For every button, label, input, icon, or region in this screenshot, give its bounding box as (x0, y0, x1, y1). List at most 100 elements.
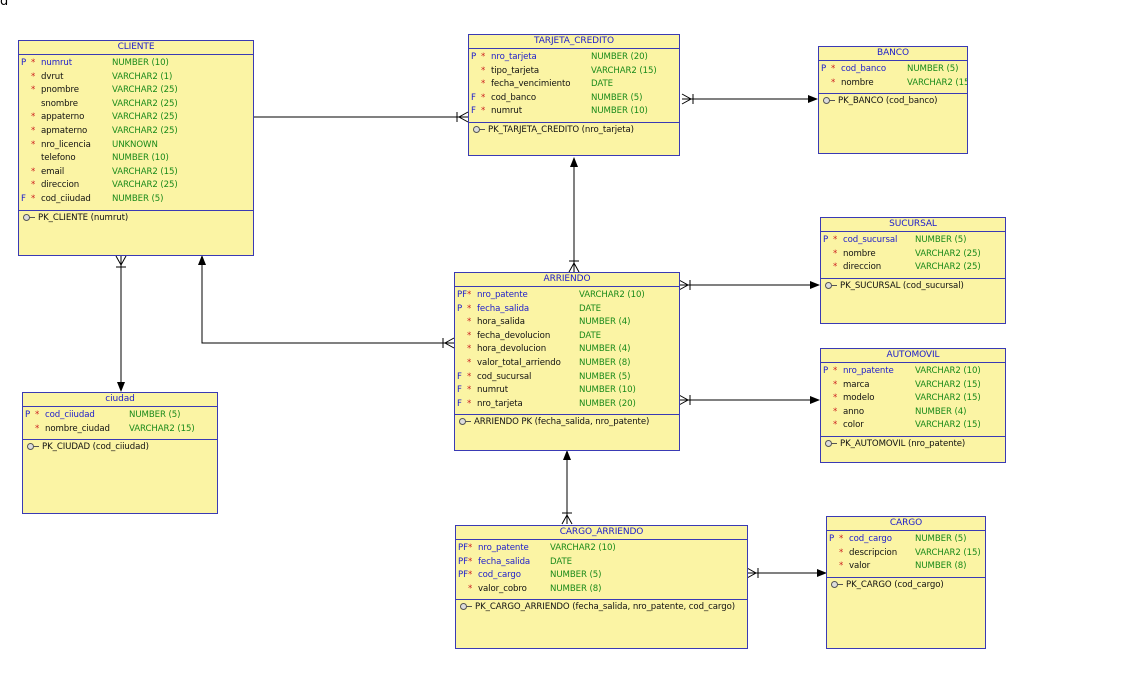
column-name: direccion (41, 180, 80, 191)
column-name: cod_cargo (478, 570, 521, 581)
primary-key-row: PK_CARGO_ARRIENDO (fecha_salida, nro_pat… (456, 600, 747, 614)
column-name: dvrut (41, 71, 64, 82)
column-name: cod_ciiudad (45, 410, 95, 420)
column-type: VARCHAR2 (15) (112, 166, 178, 177)
column-type: NUMBER (5) (112, 193, 164, 204)
column-name: fecha_salida (478, 556, 531, 567)
primary-key-row: PK_AUTOMOVIL (nro_patente) (821, 437, 1005, 451)
mandatory-marker: * (833, 379, 838, 390)
primary-key-row: PK_CARGO (cod_cargo) (827, 578, 985, 592)
column-name: nro_tarjeta (491, 52, 537, 62)
mandatory-marker: * (31, 139, 36, 150)
mandatory-marker: * (31, 58, 36, 68)
mandatory-marker: * (481, 79, 486, 90)
mandatory-marker: * (839, 561, 844, 572)
column-type: VARCHAR2 (25) (112, 112, 178, 123)
mandatory-marker: * (468, 543, 473, 553)
crowfoot-cargoarriendo-arriendo (561, 512, 573, 525)
column-name: pnombre (41, 85, 79, 96)
column-type: VARCHAR2 (25) (112, 85, 178, 96)
key-icon (831, 580, 843, 588)
mandatory-marker: * (468, 570, 473, 581)
column-row[interactable]: * email VARCHAR2 (15) (19, 166, 253, 180)
crowfoot-tarjeta-banco (681, 93, 694, 105)
key-flag: P (457, 303, 463, 314)
column-name: fecha_devolucion (477, 330, 551, 341)
mandatory-marker: * (31, 125, 36, 136)
column-type: NUMBER (5) (550, 570, 602, 581)
column-type: DATE (579, 303, 601, 314)
column-type: VARCHAR2 (15) (915, 393, 981, 404)
column-name: fecha_salida (477, 303, 530, 314)
column-name: email (41, 166, 65, 177)
key-flag: P (823, 235, 829, 245)
mandatory-marker: * (31, 166, 36, 177)
primary-key-label: ARRIENDO PK (fecha_salida, nro_patente) (474, 417, 650, 428)
column-name: cod_cargo (849, 534, 892, 544)
primary-key-label: PK_AUTOMOVIL (nro_patente) (840, 438, 966, 449)
column-name: descripcion (849, 547, 898, 558)
mandatory-marker: * (833, 248, 838, 259)
mandatory-marker: * (468, 583, 473, 594)
column-type: VARCHAR2 (25) (915, 248, 981, 259)
mandatory-marker: * (481, 92, 486, 103)
column-name: numrut (491, 106, 523, 117)
mandatory-marker: * (481, 65, 486, 76)
